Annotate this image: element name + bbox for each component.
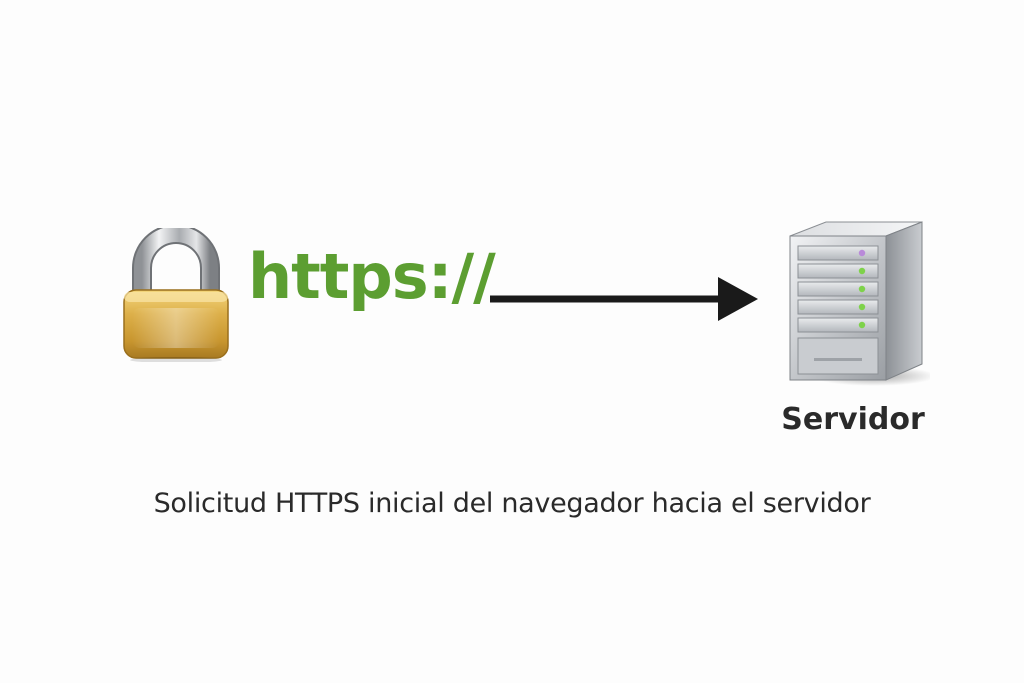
padlock-icon <box>123 228 229 362</box>
status-led <box>858 267 866 275</box>
status-led <box>858 285 866 293</box>
arrow-head <box>718 277 758 321</box>
drive-bays <box>797 245 879 333</box>
server-label: Servidor <box>781 402 925 437</box>
status-led <box>858 321 866 329</box>
https-protocol-label: https:// <box>248 240 496 313</box>
status-led <box>858 249 866 257</box>
diagram-caption: Solicitud HTTPS inicial del navegador ha… <box>153 488 871 519</box>
server-tower-icon <box>789 221 930 386</box>
request-arrow <box>490 277 758 321</box>
status-led <box>858 303 866 311</box>
